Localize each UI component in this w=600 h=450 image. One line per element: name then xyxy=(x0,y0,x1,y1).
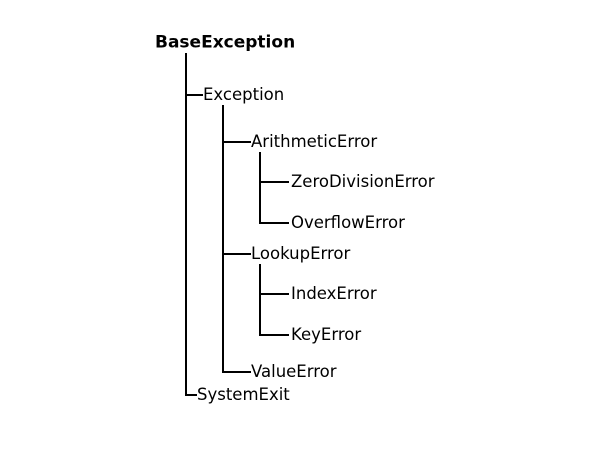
tree-edge-stub-overflow xyxy=(259,222,289,224)
tree-edge-trunk-arithmetic xyxy=(259,152,261,224)
tree-node-exception[interactable]: Exception xyxy=(203,84,285,104)
tree-node-base-exception[interactable]: BaseException xyxy=(155,32,296,53)
tree-node-key-error[interactable]: KeyError xyxy=(291,324,362,344)
tree-node-lookup-error[interactable]: LookupError xyxy=(251,243,351,263)
tree-edge-trunk-base xyxy=(185,53,187,396)
tree-edge-stub-value-error xyxy=(222,371,251,373)
tree-node-value-error[interactable]: ValueError xyxy=(251,361,337,381)
tree-node-overflow-error[interactable]: OverflowError xyxy=(291,212,405,232)
tree-node-index-error[interactable]: IndexError xyxy=(291,283,377,303)
tree-edge-trunk-lookup xyxy=(259,264,261,336)
tree-edge-stub-zero-division xyxy=(259,181,289,183)
tree-edge-stub-key-error xyxy=(259,334,289,336)
tree-node-arithmetic-error[interactable]: ArithmeticError xyxy=(251,131,378,151)
tree-edge-stub-system-exit xyxy=(185,394,197,396)
tree-edge-stub-index-error xyxy=(259,293,289,295)
tree-edge-stub-lookup xyxy=(222,253,251,255)
tree-edge-trunk-exception xyxy=(222,105,224,373)
tree-node-zero-division-error[interactable]: ZeroDivisionError xyxy=(291,171,435,191)
tree-node-system-exit[interactable]: SystemExit xyxy=(197,384,290,404)
tree-edge-stub-exception xyxy=(185,94,203,96)
tree-edge-stub-arithmetic xyxy=(222,141,251,143)
